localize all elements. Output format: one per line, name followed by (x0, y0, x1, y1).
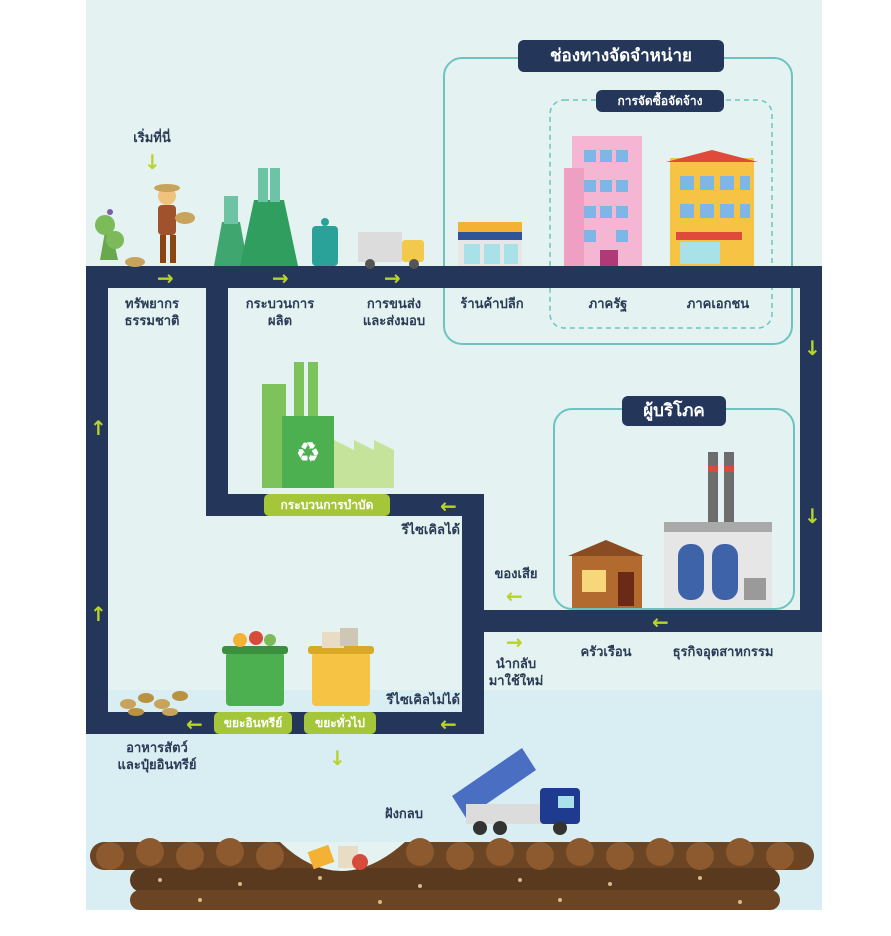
arrow-down-landfill: ↓ (329, 746, 346, 770)
arrow-up-1: ↑ (90, 416, 107, 440)
dump-truck-illustration (452, 748, 580, 835)
public-sector-building-illustration (564, 136, 642, 266)
transport-line-1: การขนส่ง (366, 297, 422, 312)
production-factory-illustration (214, 168, 338, 266)
transport-label: การขนส่ง และส่งมอบ (352, 296, 436, 330)
arrow-right-reuse: → (506, 630, 523, 654)
retail-shop-illustration (458, 222, 522, 266)
reuse-label: นำกลับ มาใช้ใหม่ (484, 656, 548, 690)
farmer-illustration (95, 184, 195, 267)
production-line-1: กระบวนการ (245, 297, 315, 312)
start-label: เริ่มที่นี่ (133, 131, 171, 146)
feed-fertilizer-line-1: อาหารสัตว์ (126, 741, 188, 756)
transport-line-2: และส่งมอบ (362, 314, 426, 329)
recyclable-label: รีไซเคิลได้ (401, 523, 460, 538)
procurement-box (549, 99, 773, 329)
arrow-left-nonrecyclable: ← (440, 712, 457, 736)
arrow-left-organic: ← (186, 712, 203, 736)
arrow-down-2: ↓ (804, 504, 821, 528)
industry-plant-illustration (664, 452, 772, 608)
natural-resources-line-1: ทรัพยากร (125, 297, 179, 312)
production-label: กระบวนการ ผลิต (238, 296, 322, 330)
arrow-left-waste: ← (506, 584, 523, 608)
natural-resources-line-2: ธรรมชาติ (124, 314, 180, 329)
private-sector-building-illustration (666, 150, 758, 266)
consumer-header: ผู้บริโภค (622, 396, 726, 426)
public-sector-label: ภาครัฐ (588, 297, 628, 312)
procurement-header: การจัดซื้อจัดจ้าง (596, 90, 724, 112)
treatment-label: กระบวนการบำบัด (264, 494, 390, 516)
arrow-left-recyclable: ← (440, 494, 457, 518)
waste-label: ของเสีย (494, 567, 538, 582)
arrow-right-2: → (272, 266, 289, 290)
general-bin-illustration (308, 628, 374, 706)
reuse-line-2: มาใช้ใหม่ (488, 674, 544, 689)
animal-feed-pile-illustration (120, 691, 188, 716)
flow-path (86, 266, 822, 734)
arrow-right-3: → (384, 266, 401, 290)
industry-label: ธุรกิจอุตสาหกรรม (672, 645, 774, 660)
general-waste-label: ขยะทั่วไป (304, 712, 376, 734)
reuse-line-1: นำกลับ (495, 657, 537, 672)
feed-fertilizer-line-2: และปุ๋ยอินทรีย์ (117, 758, 197, 773)
svg-text:♻: ♻ (295, 436, 320, 469)
soil-ground (90, 838, 814, 910)
retail-label: ร้านค้าปลีก (460, 297, 524, 312)
private-sector-label: ภาคเอกชน (686, 297, 750, 312)
landfill-label: ฝังกลบ (384, 807, 424, 822)
organic-waste-label: ขยะอินทรีย์ (214, 712, 292, 734)
channel-header: ช่องทางจัดจำหน่าย (518, 40, 724, 72)
start-down-arrow: ↓ (144, 150, 161, 174)
non-recyclable-label: รีไซเคิลไม่ได้ (386, 693, 460, 708)
arrow-right-1: → (157, 266, 174, 290)
household-label: ครัวเรือน (580, 645, 632, 660)
recycle-factory-illustration: ♻ (262, 362, 394, 488)
transport-truck-illustration (358, 232, 424, 269)
arrow-up-2: ↑ (90, 602, 107, 626)
house-illustration (568, 540, 644, 608)
production-line-2: ผลิต (267, 314, 293, 329)
arrow-left-1: ← (652, 610, 669, 634)
natural-resources-label: ทรัพยากร ธรรมชาติ (112, 296, 192, 330)
organic-bin-illustration (222, 631, 288, 706)
arrow-down-1: ↓ (804, 336, 821, 360)
feed-fertilizer-label: อาหารสัตว์ และปุ๋ยอินทรีย์ (104, 740, 210, 774)
